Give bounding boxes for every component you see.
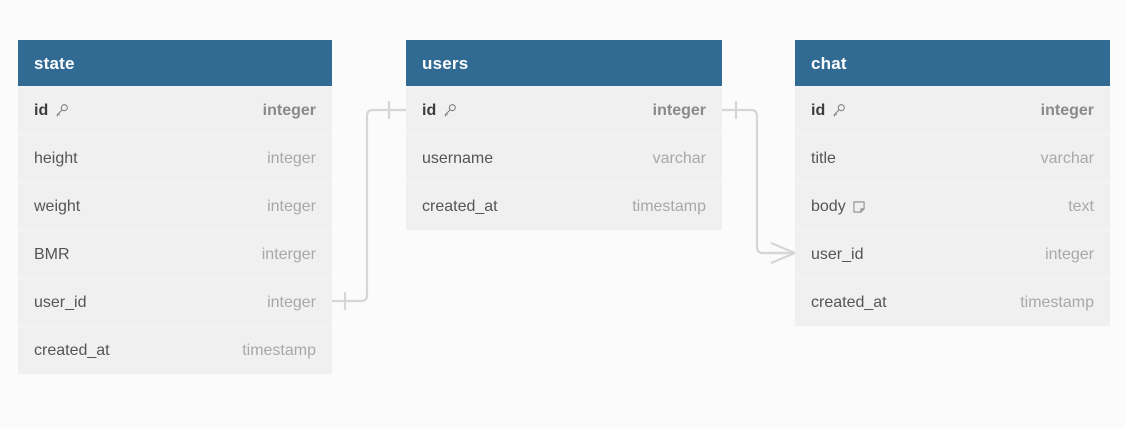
field-name-cell: BMR xyxy=(34,246,70,264)
table-title-chat: chat xyxy=(795,40,1110,86)
table-row[interactable]: height integer xyxy=(18,134,332,182)
field-type-cell: integer xyxy=(267,149,316,167)
table-row[interactable]: title varchar xyxy=(795,134,1110,182)
field-name-cell: user_id xyxy=(34,294,86,312)
table-row[interactable]: user_id integer xyxy=(795,230,1110,278)
field-name-cell: id xyxy=(811,102,846,120)
field-type-cell: text xyxy=(1068,197,1094,215)
field-name-cell: created_at xyxy=(422,198,498,216)
field-label: id xyxy=(34,101,49,119)
note-icon[interactable] xyxy=(852,199,867,214)
field-type-cell: integer xyxy=(1045,245,1094,263)
field-label: username xyxy=(422,149,494,167)
field-type-cell: timestamp xyxy=(1020,293,1094,311)
field-type-cell: varchar xyxy=(1040,149,1094,167)
field-label: created_at xyxy=(34,341,110,359)
field-name-cell: title xyxy=(811,150,836,168)
table-title-state: state xyxy=(18,40,332,86)
relation-users-chat[interactable] xyxy=(722,101,796,265)
field-type-cell: integer xyxy=(267,293,316,311)
table-row[interactable]: id integer xyxy=(795,86,1110,134)
table-row[interactable]: id integer xyxy=(18,86,332,134)
field-label: title xyxy=(811,149,836,167)
key-icon xyxy=(442,103,457,118)
table-users[interactable]: users id integer xyxy=(406,40,722,230)
field-name-cell: created_at xyxy=(811,294,887,312)
table-row[interactable]: id integer xyxy=(406,86,722,134)
table-row[interactable]: created_at timestamp xyxy=(406,182,722,230)
field-type-cell: varchar xyxy=(652,149,706,167)
field-name-cell: user_id xyxy=(811,246,863,264)
table-row[interactable]: BMR interger xyxy=(18,230,332,278)
field-type-cell: timestamp xyxy=(242,341,316,359)
relation-state-users[interactable] xyxy=(332,101,406,310)
field-name-cell: username xyxy=(422,150,493,168)
field-label: user_id xyxy=(811,245,864,263)
cardinality-many-crowsfoot-chat xyxy=(768,241,796,265)
table-row[interactable]: created_at timestamp xyxy=(795,278,1110,326)
field-label: weight xyxy=(34,197,81,215)
field-label: height xyxy=(34,149,78,167)
field-type-cell: integer xyxy=(652,101,706,119)
field-label: id xyxy=(811,101,826,119)
field-name-cell: created_at xyxy=(34,342,110,360)
field-type-cell: integer xyxy=(267,197,316,215)
field-label: body xyxy=(811,197,846,215)
key-icon xyxy=(54,103,69,118)
field-type-cell: interger xyxy=(261,245,316,263)
field-label: BMR xyxy=(34,245,70,263)
field-type-cell: integer xyxy=(262,101,316,119)
field-name-cell: id xyxy=(34,102,69,120)
key-icon xyxy=(831,103,846,118)
field-label: created_at xyxy=(422,197,498,215)
table-row[interactable]: body text xyxy=(795,182,1110,230)
table-row[interactable]: username varchar xyxy=(406,134,722,182)
table-state[interactable]: state id integer xyxy=(18,40,332,374)
field-label: created_at xyxy=(811,293,887,311)
table-row[interactable]: user_id integer xyxy=(18,278,332,326)
field-name-cell: body xyxy=(811,198,867,216)
field-label: user_id xyxy=(34,293,87,311)
field-type-cell: integer xyxy=(1040,101,1094,119)
field-type-cell: timestamp xyxy=(632,197,706,215)
field-label: id xyxy=(422,101,437,119)
relation-line-state-users xyxy=(332,108,406,303)
table-title-users: users xyxy=(406,40,722,86)
field-name-cell: height xyxy=(34,150,78,168)
table-row[interactable]: created_at timestamp xyxy=(18,326,332,374)
relation-line-users-chat xyxy=(722,108,795,255)
field-name-cell: weight xyxy=(34,198,80,216)
table-row[interactable]: weight integer xyxy=(18,182,332,230)
field-name-cell: id xyxy=(422,102,457,120)
table-chat[interactable]: chat id integer xyxy=(795,40,1110,326)
